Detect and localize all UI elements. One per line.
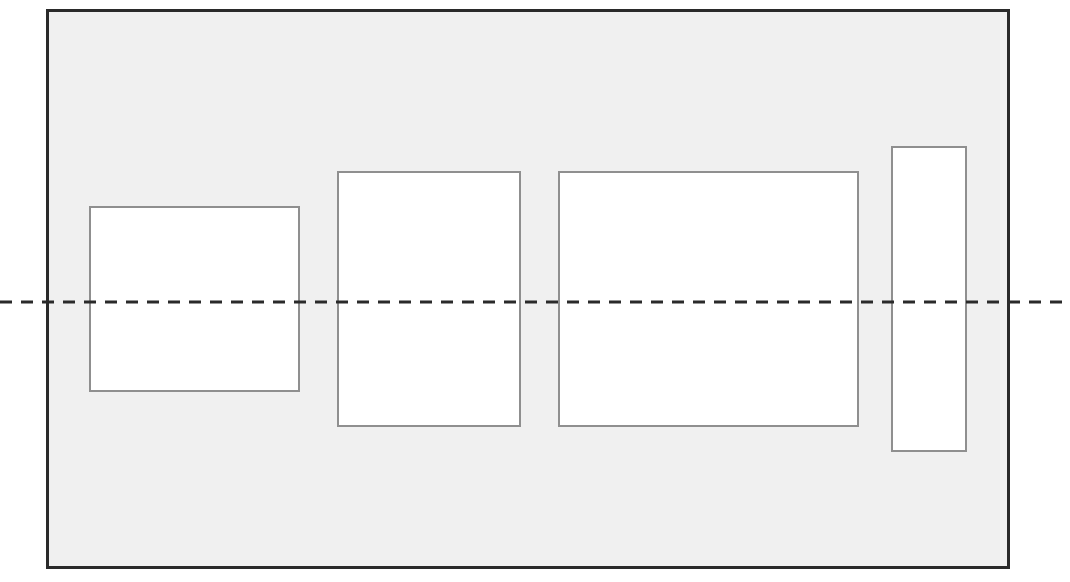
dashed-centerline	[0, 300, 1070, 304]
box-4	[891, 146, 967, 452]
box-1	[89, 206, 300, 392]
box-3	[558, 171, 859, 427]
box-2	[337, 171, 521, 427]
